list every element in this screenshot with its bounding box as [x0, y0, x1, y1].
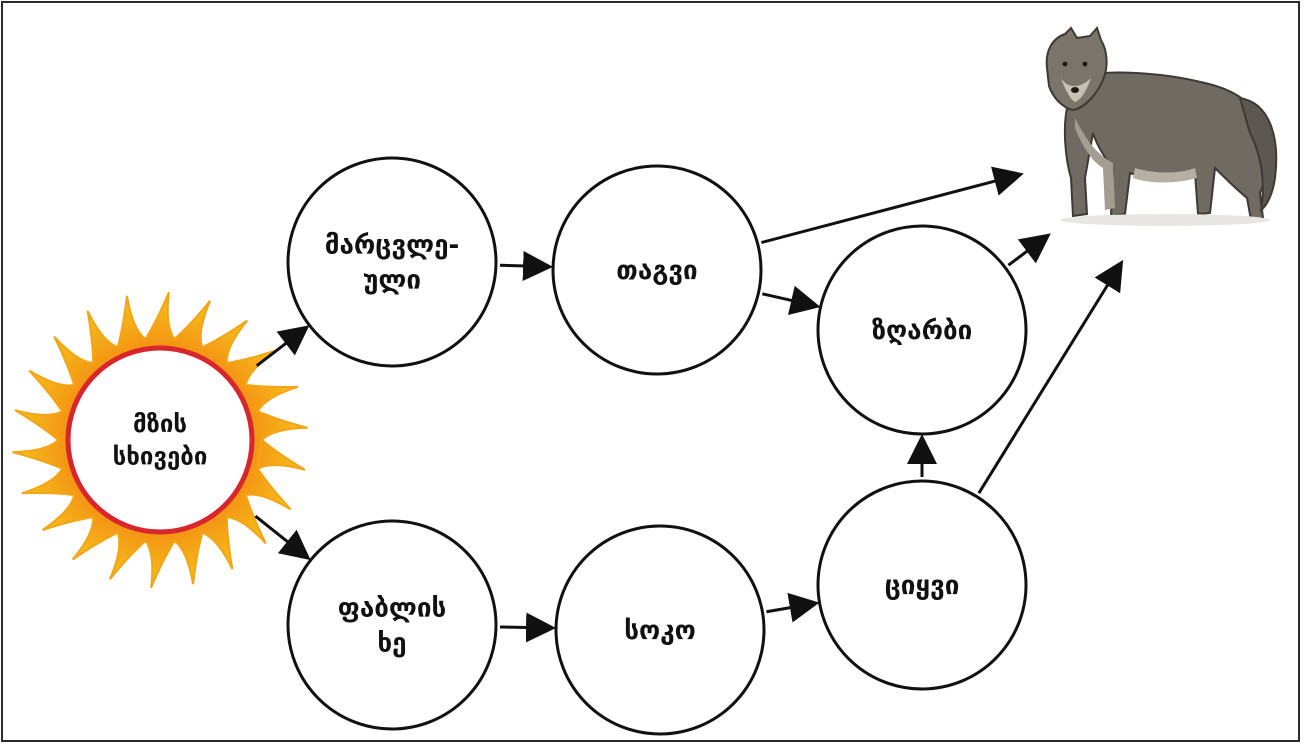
node-hare: ზღარბი	[816, 224, 1028, 436]
arrow-sun-to-plants	[255, 325, 310, 367]
node-circle-snail	[554, 524, 766, 736]
arrow-snail-to-hedgehog	[766, 592, 820, 623]
node-label-snail-0: სოკო	[624, 616, 696, 646]
arrow-plants-to-mice	[499, 250, 554, 281]
node-circle-plants	[286, 156, 498, 368]
node-label-hedgehog-0: ციყვი	[885, 571, 960, 601]
node-label-sun-0: მზის	[133, 410, 187, 438]
arrow-hedgehog-to-wolf	[977, 259, 1124, 494]
node-label-sun-1: სხივები	[113, 443, 208, 471]
nodes: მზის სხივები მარცვლე-ული თაგვი ზღარბი ფაბლის ხ…	[65, 156, 1028, 736]
node-label-hare-0: ზღარბი	[872, 316, 973, 346]
node-hedgehog: ციყვი	[816, 479, 1028, 691]
node-snail: სოკო	[554, 524, 766, 736]
arrow-leaves-to-snail	[499, 612, 557, 643]
arrow-mice-to-wolf	[761, 166, 1024, 244]
node-plants: მარცვლე-ული	[286, 156, 498, 368]
node-circle-sun	[65, 345, 255, 535]
node-circle-leaves	[286, 519, 498, 731]
arrows	[254, 166, 1124, 643]
node-label-plants-0: მარცვლე-	[325, 231, 460, 261]
node-label-mice-0: თაგვი	[616, 256, 697, 286]
arrow-hare-to-wolf	[1007, 233, 1051, 267]
node-label-leaves-1: ხე	[377, 629, 406, 659]
node-leaves: ფაბლის ხე	[286, 519, 498, 731]
node-label-plants-1: ული	[363, 266, 421, 296]
arrow-sun-to-leaves	[254, 514, 311, 561]
node-mice: თაგვი	[551, 164, 763, 376]
node-circle-hedgehog	[816, 479, 1028, 691]
node-sun: მზის სხივები	[65, 345, 255, 535]
node-circle-mice	[551, 164, 763, 376]
arrow-mice-to-hare	[762, 285, 821, 316]
wolf-image	[1045, 26, 1278, 226]
node-label-leaves-0: ფაბლის	[338, 594, 447, 624]
node-circle-hare	[816, 224, 1028, 436]
